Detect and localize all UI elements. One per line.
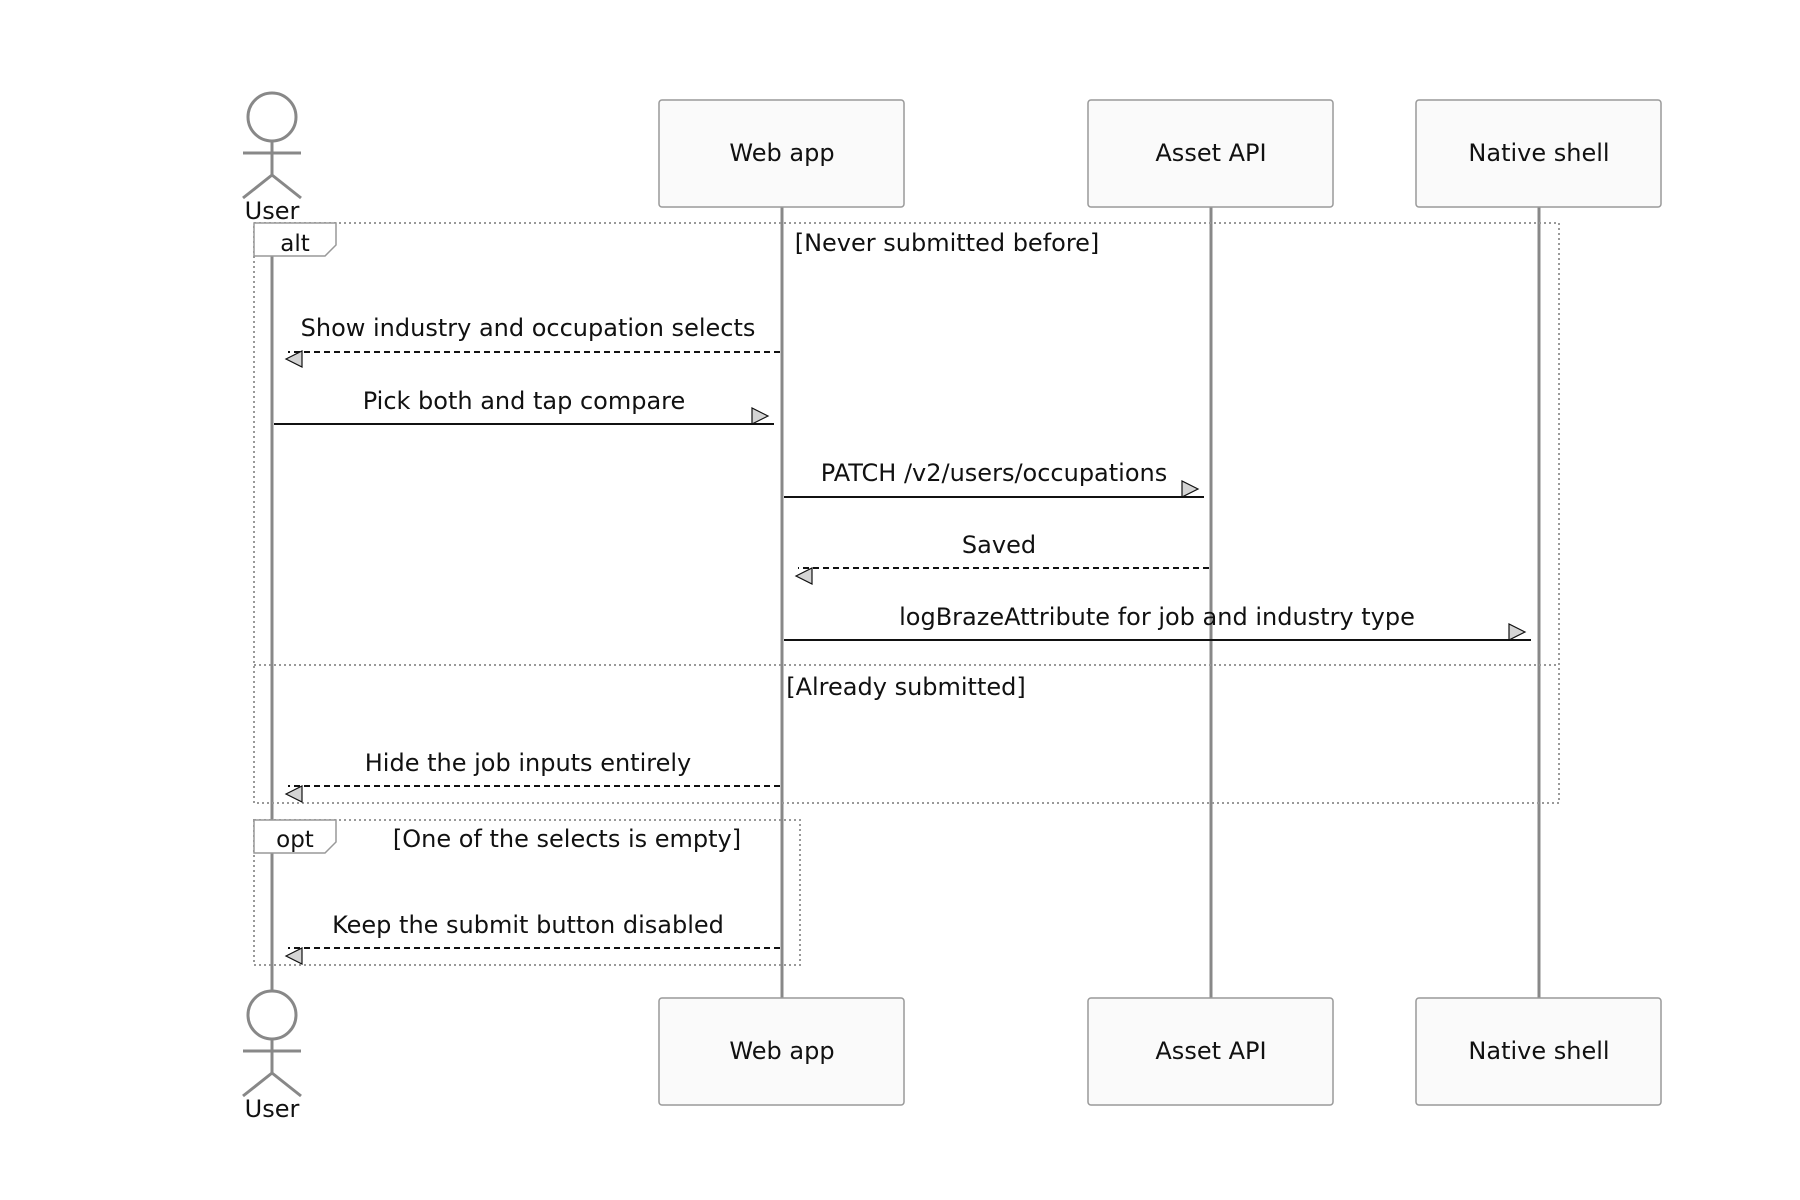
opt-condition: [One of the selects is empty] <box>393 825 741 853</box>
arrowhead-left <box>794 567 813 585</box>
opt-frame-tab <box>253 819 337 854</box>
arrowhead-left <box>284 785 303 803</box>
arrowhead-right <box>1181 480 1200 498</box>
participant-box <box>1415 997 1662 1106</box>
participant-webapp-top: Web app <box>658 99 905 208</box>
participant-label: Asset API <box>1155 139 1266 167</box>
alt-frame-border <box>253 222 1560 804</box>
arrowhead-right <box>1508 623 1527 641</box>
participant-assetapi-top: Asset API <box>1087 99 1334 208</box>
message-label: Saved <box>962 531 1036 559</box>
actor-leg-right <box>271 173 302 200</box>
participant-box <box>658 997 905 1106</box>
participant-native-top: Native shell <box>1415 99 1662 208</box>
message-keep-disabled: Keep the submit button disabled <box>284 911 780 965</box>
message-saved: Saved <box>794 531 1209 585</box>
alt-condition-never-submitted: [Never submitted before] <box>795 229 1100 257</box>
actor-label: User <box>245 197 300 225</box>
actor-user-bottom: User <box>242 989 302 1123</box>
participant-label: Web app <box>729 1037 834 1065</box>
actor-label: User <box>245 1095 300 1123</box>
participant-box <box>1415 99 1662 208</box>
participant-box <box>1087 997 1334 1106</box>
message-label: Hide the job inputs entirely <box>365 749 691 777</box>
actor-head <box>246 989 298 1041</box>
message-show-selects: Show industry and occupation selects <box>284 314 780 368</box>
opt-frame-label: opt <box>276 827 314 853</box>
actor-head <box>246 91 298 143</box>
message-label: logBrazeAttribute for job and industry t… <box>899 603 1415 631</box>
participant-assetapi-bottom: Asset API <box>1087 997 1334 1106</box>
message-label: PATCH /v2/users/occupations <box>821 459 1167 487</box>
opt-frame: opt [One of the selects is empty] <box>253 819 801 966</box>
participant-label: Native shell <box>1468 1037 1609 1065</box>
participant-box <box>1087 99 1334 208</box>
message-label: Show industry and occupation selects <box>301 314 756 342</box>
participant-box <box>658 99 905 208</box>
actor-leg-left <box>242 1071 273 1098</box>
participant-label: Asset API <box>1155 1037 1266 1065</box>
actor-leg-right <box>271 1071 302 1098</box>
alt-frame-tab <box>253 222 337 257</box>
message-label: Pick both and tap compare <box>363 387 686 415</box>
participant-native-bottom: Native shell <box>1415 997 1662 1106</box>
actor-leg-left <box>242 173 273 200</box>
arrowhead-right <box>751 407 770 425</box>
alt-frame: alt [Never submitted before] [Already su… <box>253 222 1560 804</box>
alt-frame-label: alt <box>280 231 310 257</box>
participant-label: Web app <box>729 139 834 167</box>
participant-webapp-bottom: Web app <box>658 997 905 1106</box>
message-hide-inputs: Hide the job inputs entirely <box>284 749 780 803</box>
message-log-braze: logBrazeAttribute for job and industry t… <box>784 603 1531 641</box>
message-pick-both: Pick both and tap compare <box>274 387 774 425</box>
participant-label: Native shell <box>1468 139 1609 167</box>
arrowhead-left <box>284 947 303 965</box>
actor-user-top: User <box>242 91 302 225</box>
message-label: Keep the submit button disabled <box>332 911 724 939</box>
message-patch-occupations: PATCH /v2/users/occupations <box>784 459 1204 498</box>
arrowhead-left <box>284 350 303 368</box>
alt-condition-already-submitted: [Already submitted] <box>786 673 1026 701</box>
